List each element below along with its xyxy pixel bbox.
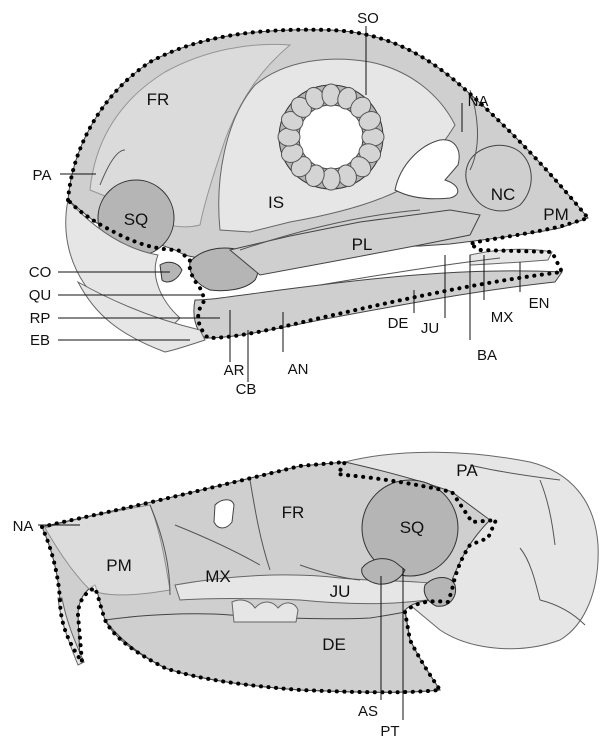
- label-SQ-top: SQ: [124, 210, 149, 229]
- sclerotic-plate: [278, 128, 300, 146]
- callout-MX-top: MX: [491, 309, 514, 326]
- callout-PT: PT: [380, 723, 399, 740]
- sclerotic-plate: [362, 128, 384, 146]
- callout-AS: AS: [358, 703, 378, 720]
- callout-AR: AR: [224, 362, 245, 379]
- callout-PA-top: PA: [33, 167, 52, 184]
- mammal-dentary: [105, 612, 440, 692]
- label-SQ-bottom: SQ: [400, 518, 425, 537]
- sclerotic-plate: [322, 84, 340, 106]
- callout-RP: RP: [30, 310, 51, 327]
- label-PA-bottom: PA: [456, 461, 478, 480]
- callout-CO: CO: [29, 264, 52, 281]
- callout-DE-top: DE: [388, 315, 409, 332]
- label-PM-top: PM: [543, 205, 569, 224]
- label-DE-bottom: DE: [322, 635, 346, 654]
- callout-CB: CB: [236, 381, 257, 398]
- label-JU-bottom: JU: [330, 582, 351, 601]
- sclerotic-ring: [278, 84, 384, 190]
- callout-SO: SO: [357, 10, 379, 27]
- callout-AN: AN: [288, 361, 309, 378]
- label-PL: PL: [352, 235, 373, 254]
- callout-EN: EN: [529, 295, 550, 312]
- callout-QU: QU: [29, 287, 52, 304]
- label-FR-bottom: FR: [282, 503, 305, 522]
- callout-NA-top: NA: [468, 93, 489, 110]
- callout-NA-bottom: NA: [13, 518, 34, 535]
- callout-JU-top: JU: [421, 320, 439, 337]
- mammal-infraorbital-opening: [214, 500, 234, 528]
- label-FR-top: FR: [147, 90, 170, 109]
- callout-BA: BA: [477, 347, 497, 364]
- label-PM-bottom: PM: [106, 556, 132, 575]
- sclerotic-plate: [322, 168, 340, 190]
- callout-EB: EB: [30, 332, 50, 349]
- label-NC: NC: [491, 185, 516, 204]
- label-MX-bottom: MX: [205, 567, 231, 586]
- label-IS: IS: [268, 193, 284, 212]
- mammal-molars: [232, 600, 298, 622]
